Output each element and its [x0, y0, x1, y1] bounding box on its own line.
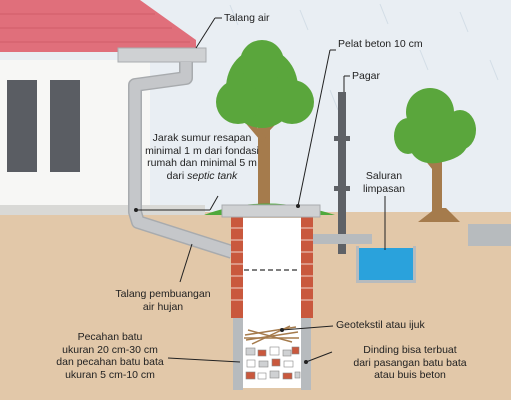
jarak-line-2: minimal 1 m dari fondasi	[145, 144, 259, 157]
jarak-line-1: Jarak sumur resapan	[152, 132, 252, 144]
septic-tank-text: septic tank	[187, 169, 238, 182]
saluran-line-2: limpasan	[362, 182, 406, 195]
talang-pembuangan-line-1: Talang pembuangan	[115, 288, 211, 300]
pecahan-line-4: ukuran 5 cm-10 cm	[65, 368, 155, 381]
concrete-wall-right	[301, 318, 311, 390]
overflow-channel	[356, 246, 416, 283]
pecahan-line-2: ukuran 20 cm-30 cm	[62, 343, 158, 356]
house-base	[0, 205, 205, 215]
label-geotekstil: Geotekstil atau ijuk	[336, 319, 425, 331]
label-pecahan: Pecahan batu ukuran 20 cm-30 cm dan peca…	[50, 331, 170, 381]
infiltration-well	[221, 204, 321, 390]
pecahan-line-3: dan pecahan batu bata	[56, 356, 164, 368]
overflow-pipe	[290, 234, 372, 244]
label-talang-air: Talang air	[224, 12, 270, 24]
leader-lines	[136, 17, 386, 363]
pecahan-line-1: Pecahan batu	[77, 331, 143, 343]
gutter	[117, 47, 207, 63]
leader-dots	[134, 204, 308, 364]
saluran-line-1: Saluran	[365, 170, 403, 182]
tree-right	[394, 88, 476, 222]
jarak-line-4: dari septic tank	[166, 169, 238, 182]
curb	[468, 224, 511, 246]
talang-pembuangan-line-2: air hujan	[142, 300, 184, 313]
window-left	[7, 80, 37, 172]
label-jarak: Jarak sumur resapan minimal 1 m dari fon…	[128, 132, 276, 182]
jarak-line-3: rumah dan minimal 5 m	[147, 157, 257, 169]
concrete-wall-left	[233, 318, 243, 390]
stone-fill	[245, 346, 301, 380]
dinding-line-2: dari pasangan batu bata	[353, 356, 467, 369]
dinding-line-3: atau buis beton	[374, 369, 446, 381]
label-talang-pembuangan: Talang pembuangan air hujan	[108, 288, 218, 313]
label-pagar: Pagar	[352, 70, 381, 82]
house	[0, 0, 207, 215]
tree-left	[204, 40, 335, 215]
concrete-cover	[221, 204, 321, 218]
fence-post	[334, 92, 350, 254]
window-right	[50, 80, 80, 172]
rain	[229, 3, 499, 111]
brick-wall-right	[301, 216, 313, 318]
dinding-line-1: Dinding bisa terbuat	[363, 344, 457, 356]
geotextile-layer	[244, 325, 299, 345]
label-dinding: Dinding bisa terbuat dari pasangan batu …	[340, 344, 480, 382]
label-saluran: Saluran limpasan	[356, 170, 412, 195]
house-roof	[0, 0, 196, 52]
label-pelat-beton: Pelat beton 10 cm	[338, 38, 423, 50]
brick-wall-left	[231, 216, 243, 318]
